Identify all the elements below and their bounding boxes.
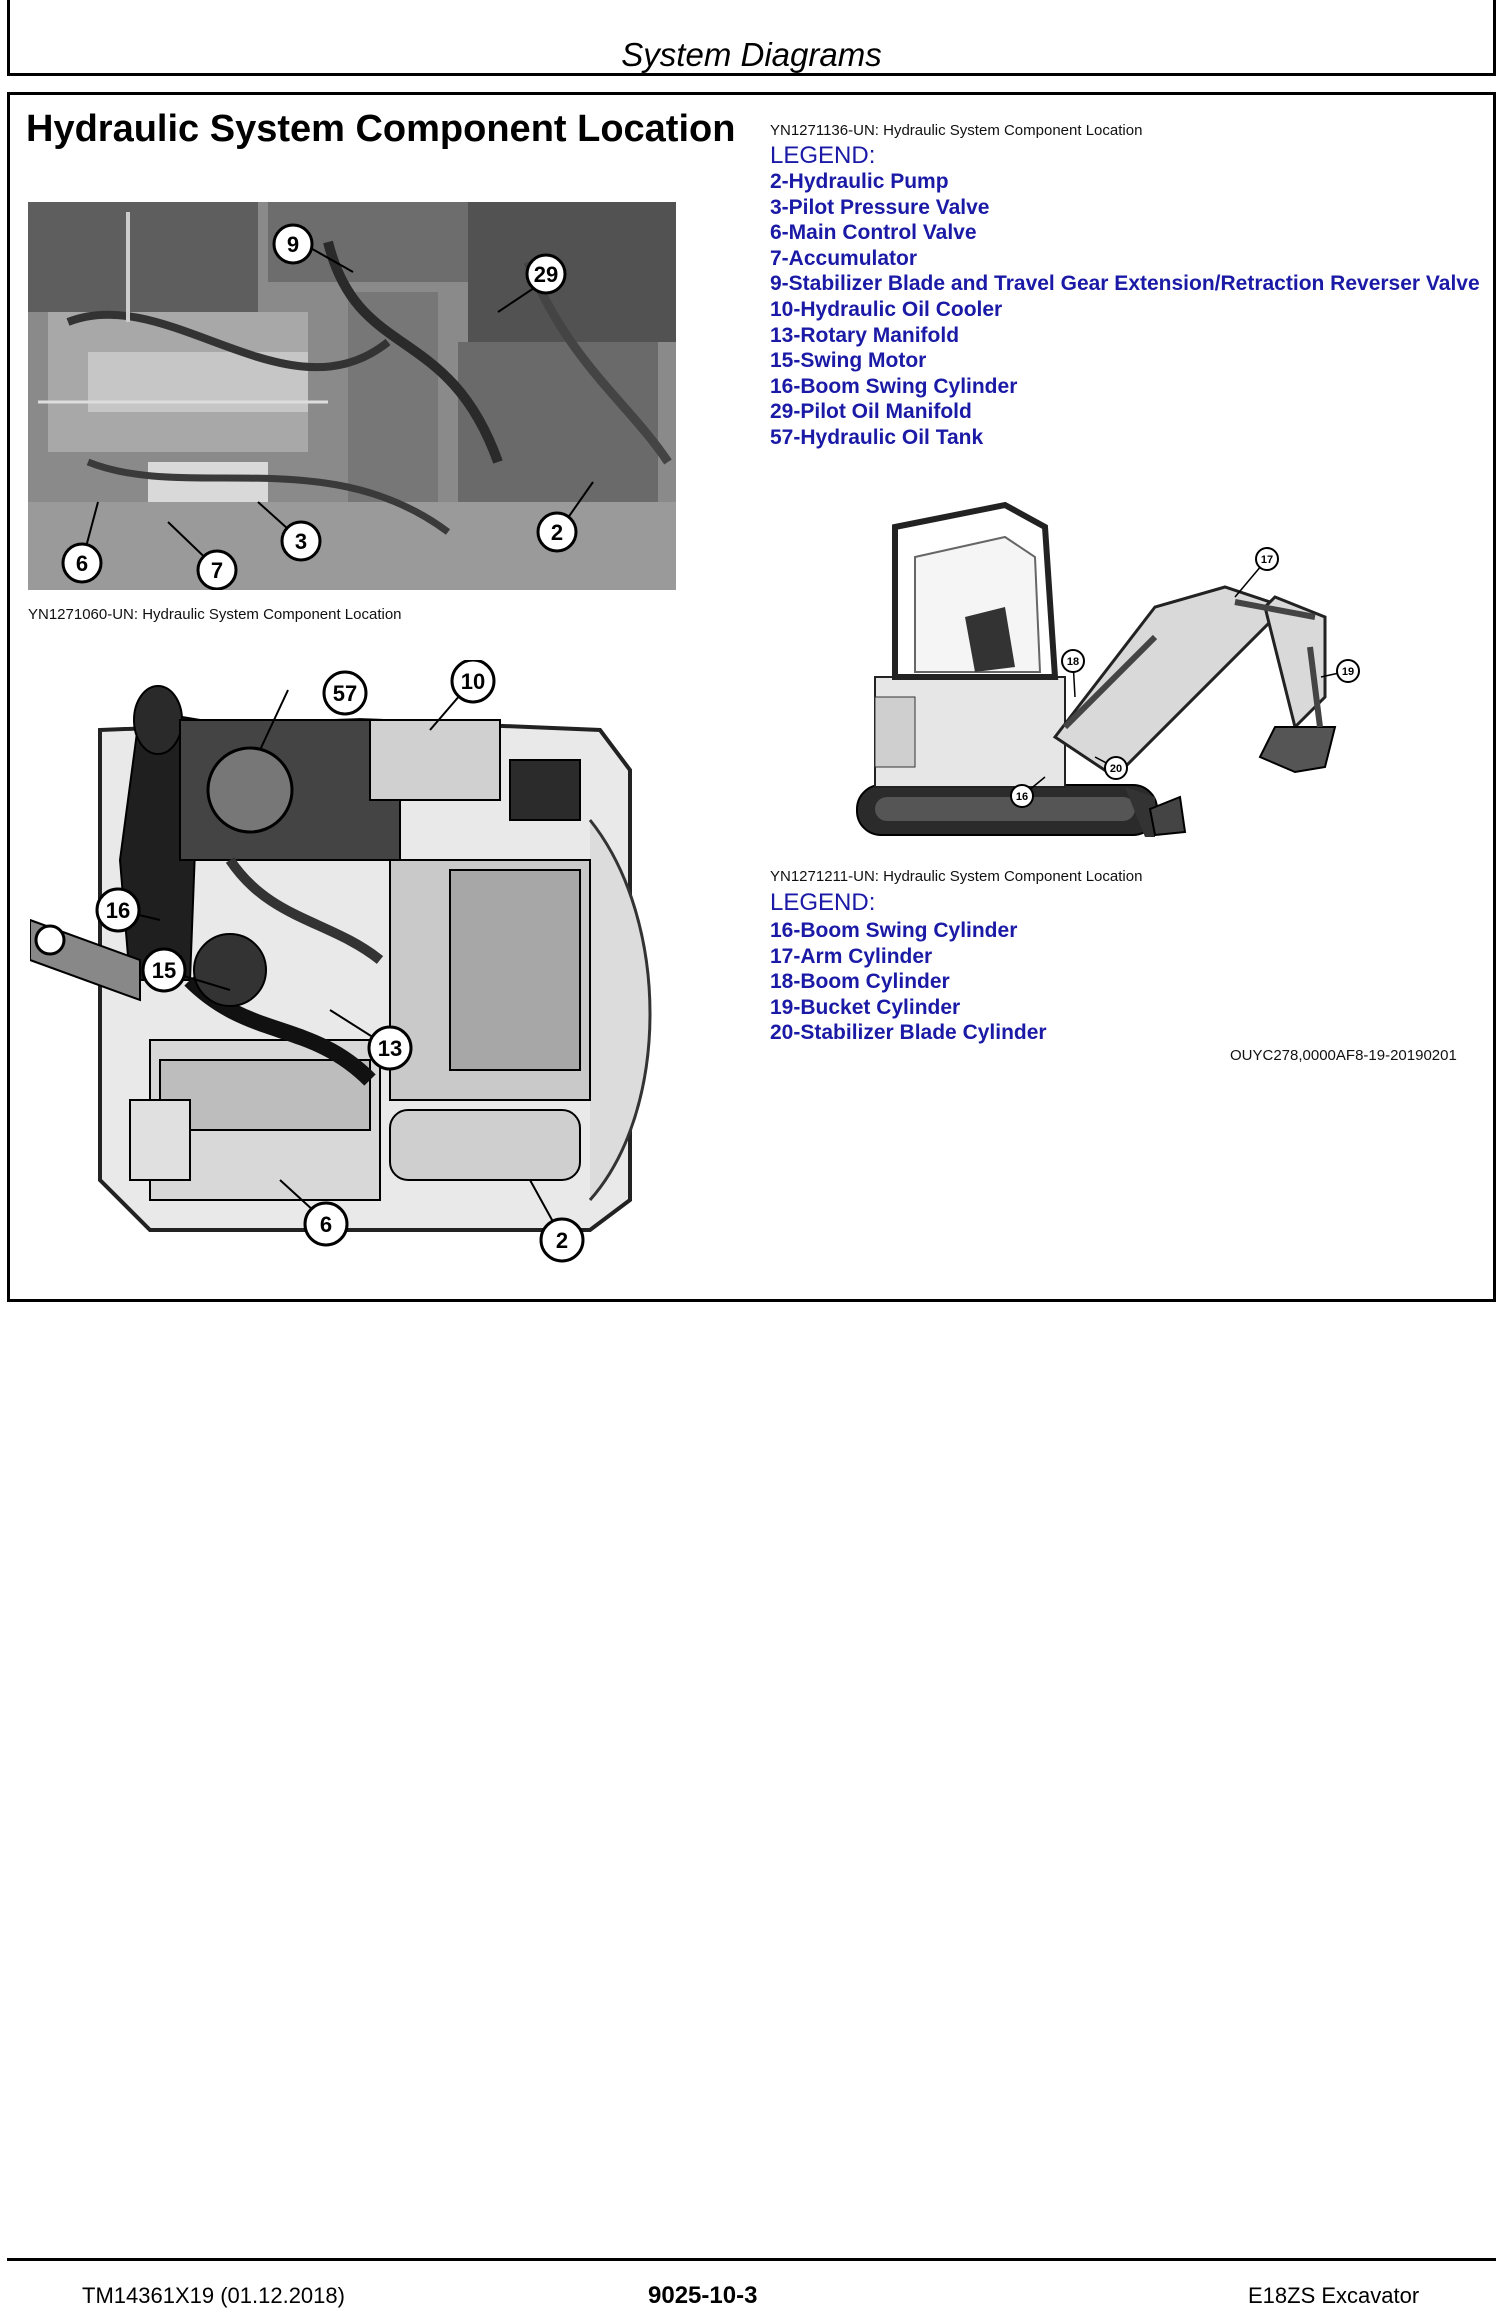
legend-item: 10-Hydraulic Oil Cooler bbox=[770, 297, 1003, 321]
svg-text:6: 6 bbox=[76, 551, 88, 576]
callout-circle-icon: 16 bbox=[95, 887, 141, 933]
callout-circle-icon: 13 bbox=[367, 1025, 413, 1071]
svg-text:16: 16 bbox=[106, 898, 130, 923]
callout-circle-icon: 6 bbox=[303, 1201, 349, 1247]
legend1-heading: LEGEND: bbox=[770, 142, 876, 169]
header-title: System Diagrams bbox=[621, 36, 882, 73]
callout-circle-icon: 15 bbox=[141, 947, 187, 993]
svg-text:20: 20 bbox=[1110, 763, 1122, 775]
callout-circle-icon: 19 bbox=[1336, 659, 1360, 683]
svg-text:18: 18 bbox=[1067, 656, 1079, 668]
section-title: Hydraulic System Component Location bbox=[26, 108, 736, 150]
svg-text:9: 9 bbox=[287, 232, 299, 257]
legend2-caption: YN1271211-UN: Hydraulic System Component… bbox=[770, 868, 1143, 885]
legend-item: 17-Arm Cylinder bbox=[770, 944, 933, 968]
callout-circle-icon: 9 bbox=[272, 223, 314, 265]
svg-text:10: 10 bbox=[461, 669, 485, 694]
svg-text:13: 13 bbox=[378, 1036, 402, 1061]
legend-item: 18-Boom Cylinder bbox=[770, 970, 950, 994]
callout-circle-icon: 2 bbox=[539, 1217, 585, 1263]
svg-text:19: 19 bbox=[1342, 666, 1354, 678]
callout-circle-icon: 17 bbox=[1255, 547, 1279, 571]
svg-text:29: 29 bbox=[534, 262, 558, 287]
legend-item: 29-Pilot Oil Manifold bbox=[770, 400, 972, 424]
svg-text:15: 15 bbox=[152, 958, 176, 983]
legend-item: 7-Accumulator bbox=[770, 246, 918, 270]
legend1-caption: YN1271136-UN: Hydraulic System Component… bbox=[770, 122, 1143, 139]
callout-circle-icon: 6 bbox=[61, 542, 103, 584]
callout-circle-icon: 10 bbox=[450, 660, 496, 704]
legend2-list: 16-Boom Swing Cylinder 17-Arm Cylinder 1… bbox=[770, 918, 1482, 1046]
page-header: System Diagrams bbox=[7, 0, 1496, 76]
footer-model: E18ZS Excavator bbox=[1248, 2283, 1420, 2308]
svg-text:16: 16 bbox=[1016, 791, 1028, 803]
legend2-heading: LEGEND: bbox=[770, 889, 876, 916]
callout-circle-icon: 7 bbox=[196, 549, 238, 590]
svg-text:6: 6 bbox=[320, 1212, 332, 1237]
legend-item: 3-Pilot Pressure Valve bbox=[770, 195, 990, 219]
legend-item: 6-Main Control Valve bbox=[770, 221, 977, 245]
footer-page-number: 9025-10-3 bbox=[648, 2282, 758, 2309]
callout-circle-icon: 2 bbox=[536, 511, 578, 553]
excavator-drawing: 17 18 19 20 16 bbox=[855, 497, 1375, 849]
callout-circle-icon: 29 bbox=[525, 253, 567, 295]
legend-item: 15-Swing Motor bbox=[770, 349, 927, 373]
legend-item: 13-Rotary Manifold bbox=[770, 323, 960, 347]
hydraulic-topview-drawing: 57 10 16 15 13 6 2 bbox=[30, 660, 652, 1263]
legend-item: 20-Stabilizer Blade Cylinder bbox=[770, 1021, 1047, 1045]
callout-circle-icon: 16 bbox=[1010, 784, 1034, 808]
svg-text:3: 3 bbox=[295, 529, 307, 554]
svg-text:57: 57 bbox=[333, 681, 357, 706]
doc-id: OUYC278,0000AF8-19-20190201 bbox=[1230, 1047, 1457, 1064]
legend-item: 16-Boom Swing Cylinder bbox=[770, 374, 1018, 398]
legend-item: 2-Hydraulic Pump bbox=[770, 170, 949, 193]
legend1-list: 2-Hydraulic Pump 3-Pilot Pressure Valve … bbox=[770, 169, 1482, 451]
callout-circle-icon: 3 bbox=[280, 520, 322, 562]
footer-rule bbox=[7, 2258, 1496, 2261]
legend-item: 57-Hydraulic Oil Tank bbox=[770, 425, 984, 449]
legend-item: 16-Boom Swing Cylinder bbox=[770, 919, 1018, 942]
figure1-caption: YN1271060-UN: Hydraulic System Component… bbox=[28, 606, 402, 623]
hydraulic-bay-photo: 9 29 3 2 6 7 bbox=[28, 202, 676, 590]
content-frame bbox=[7, 92, 1496, 1302]
callout-circle-icon: 20 bbox=[1104, 756, 1128, 780]
callout-circle-icon: 18 bbox=[1061, 649, 1085, 673]
svg-text:17: 17 bbox=[1261, 554, 1273, 566]
svg-text:7: 7 bbox=[211, 558, 223, 583]
legend-item: 19-Bucket Cylinder bbox=[770, 995, 961, 1019]
footer-manual-id: TM14361X19 (01.12.2018) bbox=[82, 2283, 345, 2308]
callout-circle-icon: 57 bbox=[322, 670, 368, 716]
svg-text:2: 2 bbox=[556, 1228, 568, 1253]
legend-item: 9-Stabilizer Blade and Travel Gear Exten… bbox=[770, 272, 1480, 296]
svg-text:2: 2 bbox=[551, 520, 563, 545]
